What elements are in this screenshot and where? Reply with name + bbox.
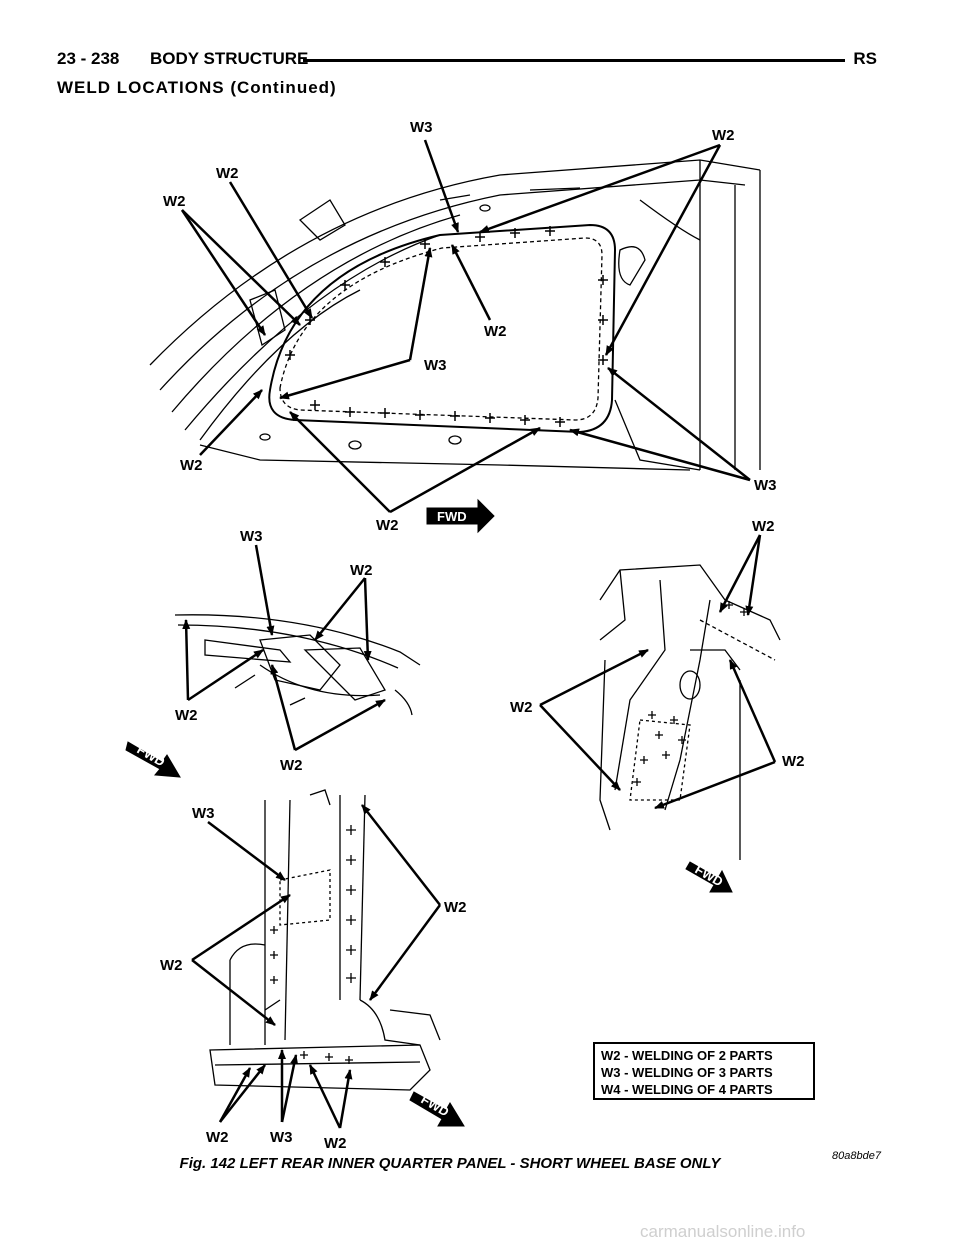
figure-caption: Fig. 142 LEFT REAR INNER QUARTER PANEL -… [0, 1155, 960, 1172]
fwd-arrow-view4: FWD [409, 1091, 465, 1127]
callout-label: W2 [175, 707, 198, 724]
weld-marks-view4 [270, 825, 356, 1064]
callout-labels-view1: W3 W2 W2 W2 W2 W3 W2 W2 W3 [163, 119, 777, 534]
callout-label: W3 [424, 357, 447, 374]
figure-code: 80a8bde7 [832, 1150, 881, 1162]
callout-label: W2 [350, 562, 373, 579]
callout-label: W2 [376, 517, 399, 534]
model-code: RS [853, 49, 877, 68]
fwd-label: FWD [437, 509, 467, 524]
callout-label: W3 [754, 477, 777, 494]
callout-label: W2 [752, 518, 775, 535]
page-number: 23 - 238 [57, 49, 120, 68]
callout-label: W3 [270, 1129, 293, 1146]
legend-row-w2: W2 - WELDING OF 2 PARTS [601, 1048, 773, 1063]
callout-leaders-view4 [191, 804, 442, 1129]
callout-label: W2 [216, 165, 239, 182]
fwd-arrow-view1: FWD [426, 498, 495, 534]
section-title: WELD LOCATIONS (Continued) [57, 78, 337, 97]
callout-leaders-view3 [539, 534, 777, 810]
figure-caption-text: Fig. 142 LEFT REAR INNER QUARTER PANEL -… [179, 1155, 721, 1172]
fwd-arrow-view2: FWD [125, 741, 181, 778]
view-c-pillar [599, 564, 781, 860]
callout-label: W2 [160, 957, 183, 974]
section-name: BODY STRUCTURE [150, 49, 309, 68]
weld-marks-view1 [285, 226, 608, 427]
view-lower-quarter [209, 789, 441, 1091]
weld-legend: W2 - WELDING OF 2 PARTS W3 - WELDING OF … [593, 1042, 815, 1100]
callout-label: W2 [484, 323, 507, 340]
callout-label: W2 [180, 457, 203, 474]
callout-label: W2 [444, 899, 467, 916]
header-rule [303, 59, 845, 62]
view-roof-rail [174, 614, 421, 716]
callout-leaders-view2 [182, 544, 386, 752]
callout-label: W2 [206, 1129, 229, 1146]
weld-marks-view3 [633, 601, 748, 786]
legend-row-w3: W3 - WELDING OF 3 PARTS [601, 1065, 773, 1080]
callout-label: W2 [782, 753, 805, 770]
callout-label: W2 [163, 193, 186, 210]
callout-labels-view2: W3 W2 W2 W2 [175, 528, 373, 774]
fwd-arrow-view3: FWD [685, 861, 733, 893]
callout-labels-view3: W2 W2 W2 [510, 518, 805, 770]
callout-label: W2 [280, 757, 303, 774]
watermark: carmanualsonline.info [640, 1222, 806, 1241]
page-header: 23 - 238 BODY STRUCTURE RS [57, 44, 877, 74]
callout-labels-view4: W3 W2 W2 W2 W3 W2 [160, 805, 467, 1152]
callout-label: W3 [192, 805, 215, 822]
callout-label: W2 [712, 127, 735, 144]
callout-label: W3 [410, 119, 433, 136]
callout-label: W3 [240, 528, 263, 545]
callout-leaders-view1 [180, 139, 751, 514]
legend-row-w4: W4 - WELDING OF 4 PARTS [601, 1082, 773, 1097]
view-quarter-opening [149, 159, 761, 471]
callout-label: W2 [510, 699, 533, 716]
callout-label: W2 [324, 1135, 347, 1152]
